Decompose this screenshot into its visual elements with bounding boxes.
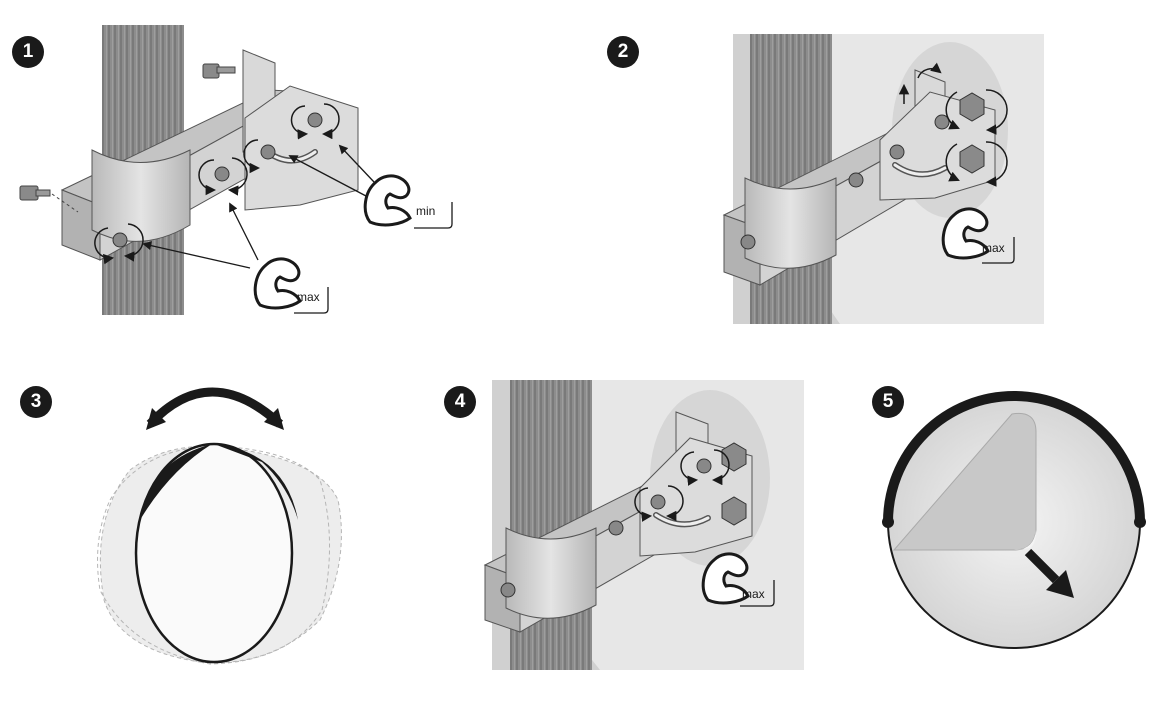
pole-clamp: [505, 527, 597, 619]
step-3-illustration: [97, 387, 342, 665]
flexed-arm-icon: max: [941, 207, 1015, 264]
step-1-illustration: min max: [19, 25, 453, 315]
mounting-plate: [639, 437, 753, 557]
step-5-badge: 5: [872, 386, 904, 418]
flexed-arm-icon: max: [253, 257, 329, 314]
peel-arrow-icon: [1024, 548, 1074, 598]
flexed-arm-icon: min: [363, 174, 453, 229]
step-5-illustration: [882, 391, 1146, 649]
min-label: min: [416, 204, 435, 218]
flexed-arm-icon: max: [701, 552, 775, 607]
bolt-icon: [19, 185, 79, 213]
max-label: max: [982, 241, 1005, 255]
max-label: max: [297, 290, 320, 304]
step-4-badge: 4: [444, 386, 476, 418]
protective-film: [892, 412, 1037, 551]
max-label: max: [742, 587, 765, 601]
step-1-badge: 1: [12, 36, 44, 68]
rotate-arrow-icon: [898, 62, 1008, 187]
step-2-badge: 2: [607, 36, 639, 68]
rotate-arrow-icon: [634, 449, 730, 522]
mounting-plate: [244, 85, 359, 211]
pole-clamp: [744, 177, 837, 269]
step-2-illustration: max: [722, 34, 1044, 324]
bolt-icon: [202, 63, 236, 79]
rotate-arrow-icon: [146, 387, 284, 428]
step-3-badge: 3: [20, 386, 52, 418]
step-4-illustration: max: [483, 380, 804, 670]
rotate-arrow-icon: [94, 103, 340, 265]
